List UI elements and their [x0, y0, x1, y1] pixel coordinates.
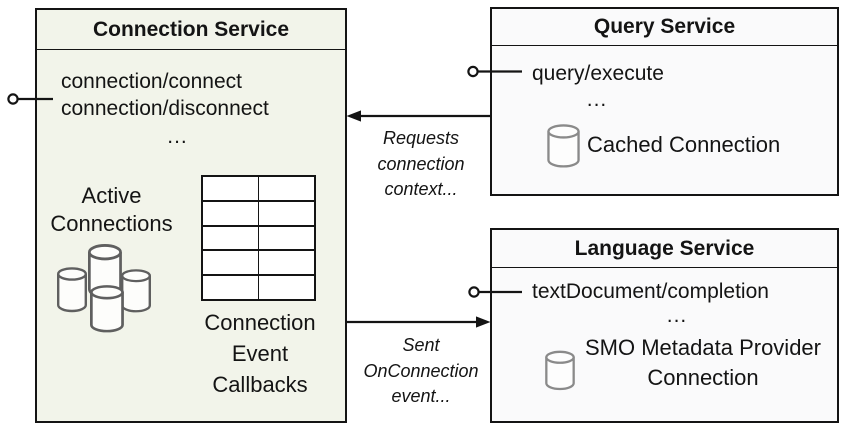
method-connection-connect: connection/connect	[61, 70, 242, 93]
database-icon	[547, 124, 580, 168]
sent-onconnection-event-label: Sent OnConnection event...	[363, 335, 479, 406]
callback-table-cell	[203, 177, 258, 201]
method-textdocument-completion: textDocument/completion	[532, 280, 769, 303]
query-methods-ellipsis: ...	[586, 88, 608, 111]
callback-table-cell	[203, 226, 258, 250]
method-query-execute: query/execute	[532, 62, 664, 85]
database-cluster-icon	[57, 244, 152, 333]
callback-table-cell	[259, 226, 314, 250]
arrow-requests-connection-context	[346, 110, 490, 122]
connection-service-methods: connection/connect connection/disconnect	[61, 68, 269, 122]
language-service-title: Language Service	[574, 236, 755, 260]
language-service-box: Language Service textDocument/completion…	[490, 228, 839, 423]
query-service-title: Query Service	[593, 15, 736, 38]
callback-table-cell	[259, 251, 314, 275]
requests-connection-context-label: Requests connection context...	[377, 128, 465, 199]
query-service-box: Query Service query/execute ... Cached C…	[490, 7, 839, 196]
connection-service-header: Connection Service	[37, 10, 345, 50]
callback-table-cell	[203, 275, 258, 299]
callback-table-cell	[259, 177, 314, 201]
callback-table-cell	[259, 201, 314, 225]
language-methods-ellipsis: ...	[666, 304, 688, 327]
smo-metadata-provider-connection-label: SMO Metadata Provider Connection	[585, 335, 821, 390]
method-connection-disconnect: connection/disconnect	[61, 97, 269, 120]
active-connections-label: Active Connections	[50, 183, 173, 236]
callback-table-cell	[203, 201, 258, 225]
connection-service-box: Connection Service connection/connect co…	[35, 8, 347, 423]
connection-methods-ellipsis: ...	[167, 125, 188, 148]
callback-table-cell	[203, 251, 258, 275]
database-icon	[545, 350, 575, 391]
query-service-header: Query Service	[492, 9, 837, 46]
connection-service-title: Connection Service	[92, 17, 290, 41]
callback-table-cell	[259, 275, 314, 299]
cached-connection-label: Cached Connection	[587, 132, 781, 157]
arrow-sent-onconnection-event	[347, 316, 491, 328]
connection-event-callbacks-label: Connection Event Callbacks	[204, 310, 316, 397]
language-service-header: Language Service	[492, 230, 837, 268]
callback-table	[201, 175, 316, 301]
